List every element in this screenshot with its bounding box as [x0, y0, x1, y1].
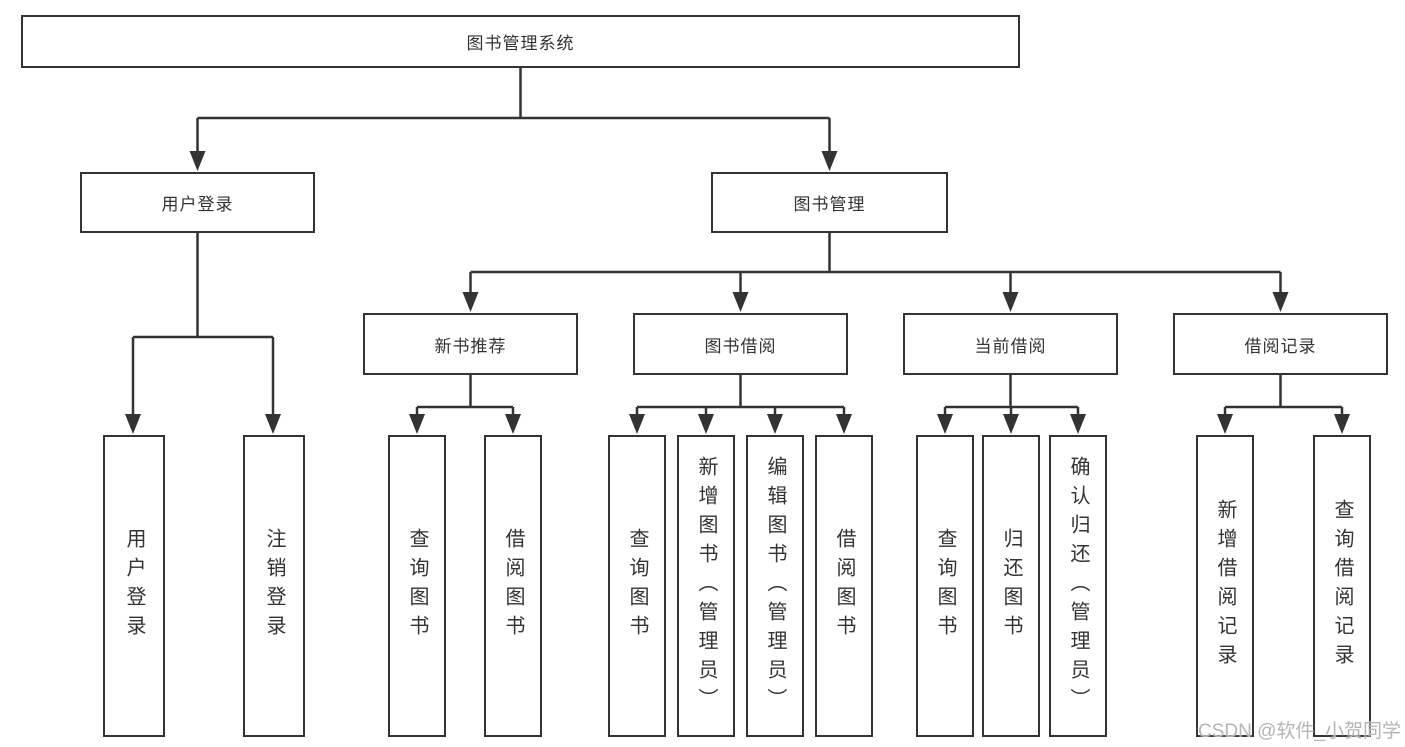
- leaf-logout: 注销登录: [243, 435, 305, 737]
- node-label: 归还图书: [1000, 528, 1022, 644]
- connector-borrow-records: [1223, 375, 1344, 418]
- arrowheads: [125, 151, 1350, 434]
- connector-new-book-recommend: [415, 375, 515, 418]
- node-label: 新增图书（管理员）: [695, 455, 717, 717]
- node-current-borrowing: 当前借阅: [903, 313, 1118, 375]
- node-label: 注销登录: [263, 528, 285, 644]
- node-label: 新增借阅记录: [1214, 499, 1236, 673]
- leaf-br-query-record: 查询借阅记录: [1313, 435, 1371, 737]
- node-label: 查询图书: [626, 528, 648, 644]
- node-book-management: 图书管理: [711, 172, 948, 233]
- leaf-bb-borrow-books: 借阅图书: [815, 435, 873, 737]
- leaf-cb-return-books: 归还图书: [982, 435, 1040, 737]
- node-label: 新书推荐: [434, 336, 507, 356]
- node-label: 图书借阅: [704, 336, 777, 356]
- leaf-bb-query-books: 查询图书: [608, 435, 666, 737]
- connector-book-borrowing: [635, 375, 846, 418]
- node-label: 编辑图书（管理员）: [764, 455, 786, 717]
- node-root: 图书管理系统: [21, 15, 1020, 68]
- node-label: 查询图书: [934, 528, 956, 644]
- connector-current-borrowing: [943, 375, 1080, 418]
- node-label: 图书管理: [793, 195, 866, 214]
- leaf-bb-edit-books-admin: 编辑图书（管理员）: [746, 435, 804, 737]
- leaf-cb-confirm-return-admin: 确认归还（管理员）: [1049, 435, 1107, 737]
- node-label: 确认归还（管理员）: [1067, 455, 1089, 717]
- node-book-borrowing: 图书借阅: [633, 313, 848, 375]
- node-label: 用户登录: [161, 195, 234, 214]
- node-user-login: 用户登录: [80, 172, 315, 233]
- leaf-bb-add-books-admin: 新增图书（管理员）: [677, 435, 735, 737]
- node-label: 当前借阅: [974, 336, 1047, 356]
- node-label: 借阅图书: [833, 528, 855, 644]
- node-label: 查询借阅记录: [1331, 499, 1353, 673]
- node-borrow-records: 借阅记录: [1173, 313, 1388, 375]
- connector-root: [196, 68, 831, 155]
- connector-user-login: [131, 233, 275, 418]
- connector-book-management: [469, 233, 1282, 296]
- leaf-br-add-record: 新增借阅记录: [1196, 435, 1254, 737]
- leaf-cb-query-books: 查询图书: [916, 435, 974, 737]
- node-label: 图书管理系统: [466, 34, 575, 53]
- node-label: 用户登录: [123, 528, 145, 644]
- node-label: 借阅图书: [502, 528, 524, 644]
- node-label: 借阅记录: [1244, 336, 1317, 356]
- leaf-nb-borrow-books: 借阅图书: [484, 435, 542, 737]
- node-new-book-recommend: 新书推荐: [363, 313, 578, 375]
- leaf-nb-query-books: 查询图书: [388, 435, 446, 737]
- leaf-user-login: 用户登录: [103, 435, 165, 737]
- node-label: 查询图书: [406, 528, 428, 644]
